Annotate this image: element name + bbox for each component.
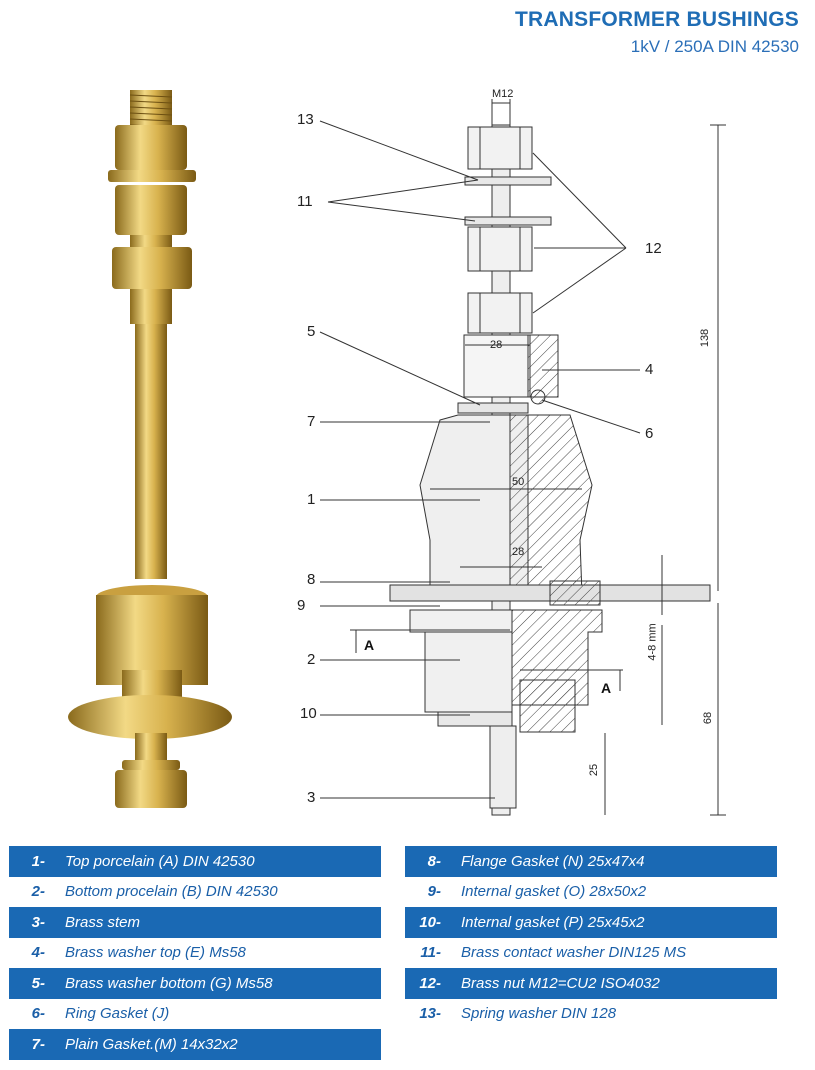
legend-text: Spring washer DIN 128 [461, 1005, 617, 1023]
legend-item: 2- Bottom procelain (B) DIN 42530 [9, 876, 381, 907]
legend-number: 7- [31, 1035, 45, 1053]
callout-11: 11 [297, 193, 313, 210]
legend-text: Brass washer top (E) Ms58 [65, 944, 246, 962]
legend-number: 11- [420, 944, 441, 962]
legend-item: 3- Brass stem [9, 907, 381, 938]
legend-text: Brass nut M12=CU2 ISO4032 [461, 974, 660, 992]
dim-138: 138 [699, 328, 712, 348]
legend-number: 4- [31, 944, 45, 962]
legend-text: Top porcelain (A) DIN 42530 [65, 852, 255, 870]
legend-right: 8- Flange Gasket (N) 25x47x4 9- Internal g… [405, 846, 777, 1029]
legend-item: 12- Brass nut M12=CU2 ISO4032 [405, 968, 777, 999]
callout-9: 9 [297, 597, 306, 614]
section-mark-right: A [601, 680, 612, 696]
callout-5: 5 [307, 323, 316, 340]
callout-7: 7 [307, 413, 316, 430]
legend-item: 5- Brass washer bottom (G) Ms58 [9, 968, 381, 999]
legend-text: Ring Gasket (J) [65, 1005, 170, 1023]
legend-text: Internal gasket (O) 28x50x2 [461, 883, 647, 901]
callout-6: 6 [645, 425, 654, 442]
legend-text: Brass contact washer DIN125 MS [461, 944, 687, 962]
legend-left: 1- Top porcelain (A) DIN 42530 2- Bottom p… [9, 846, 381, 1060]
callout-3: 3 [307, 789, 316, 806]
legend-number: 10- [419, 913, 441, 931]
dim-28-top: 28 [490, 339, 503, 351]
thread-size-label: M12 [492, 88, 514, 100]
legend-text: Flange Gasket (N) 25x47x4 [461, 852, 645, 870]
dim-50: 50 [512, 476, 525, 488]
legend-item: 10- Internal gasket (P) 25x45x2 [405, 907, 777, 938]
legend-text: Internal gasket (P) 25x45x2 [461, 913, 645, 931]
legend-number: 13- [419, 1005, 441, 1023]
section-mark-left: A [364, 637, 375, 653]
legend-text: Plain Gasket.(M) 14x32x2 [65, 1035, 238, 1053]
callout-10: 10 [300, 705, 317, 722]
page-subtitle: 1kV / 250A DIN 42530 [630, 37, 799, 56]
legend-number: 2- [31, 883, 45, 901]
callout-1: 1 [307, 491, 316, 508]
legend-item: 9- Internal gasket (O) 28x50x2 [405, 876, 777, 907]
legend-text: Brass stem [65, 913, 141, 931]
legend-item: 6- Ring Gasket (J) [9, 998, 381, 1029]
callout-13: 13 [297, 111, 314, 128]
legend-item: 11- Brass contact washer DIN125 MS [405, 937, 777, 968]
legend-text: Brass washer bottom (G) Ms58 [65, 974, 273, 992]
legend-item: 13- Spring washer DIN 128 [405, 998, 777, 1029]
callout-8: 8 [307, 571, 316, 588]
legend-number: 12- [419, 974, 441, 992]
legend-number: 8- [427, 852, 441, 870]
dim-25: 25 [588, 763, 601, 777]
legend-number: 1- [31, 852, 45, 870]
callout-12: 12 [645, 240, 662, 257]
legend-item: 8- Flange Gasket (N) 25x47x4 [405, 846, 777, 877]
legend-text: Bottom procelain (B) DIN 42530 [65, 883, 278, 901]
legend-number: 3- [31, 913, 45, 931]
legend-number: 9- [427, 883, 441, 901]
legend-number: 5- [31, 974, 45, 992]
bushing-photo [68, 90, 232, 808]
legend-item: 4- Brass washer top (E) Ms58 [9, 937, 381, 968]
technical-drawing [319, 99, 726, 816]
dim-68: 68 [702, 711, 715, 725]
callout-2: 2 [307, 651, 316, 668]
dim-gap: 4-8 mm [646, 623, 659, 661]
legend-number: 6- [31, 1005, 45, 1023]
dim-28-mid: 28 [512, 546, 525, 558]
callout-4: 4 [645, 361, 654, 378]
legend-item: 1- Top porcelain (A) DIN 42530 [9, 846, 381, 877]
legend-item: 7- Plain Gasket.(M) 14x32x2 [9, 1029, 381, 1060]
page-title: TRANSFORMER BUSHINGS [514, 8, 799, 31]
